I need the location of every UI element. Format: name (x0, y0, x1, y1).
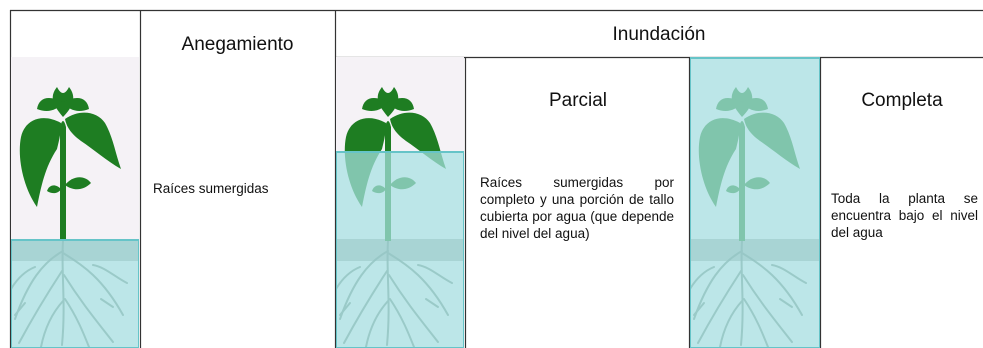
water-layer (11, 239, 139, 348)
water-layer (690, 57, 820, 348)
parcial-description: Raíces sumergidas por completo y una por… (480, 175, 674, 241)
completa-title: Completa (861, 90, 943, 111)
waterlogging-illustration (11, 57, 139, 348)
parcial-title: Parcial (548, 90, 608, 111)
completa-description: Toda la planta se encuentra bajo el nive… (831, 191, 978, 240)
anegamiento-title: Anegamiento (181, 34, 294, 55)
complete-flood-illustration (690, 57, 820, 348)
complete-flood-plant-figure (690, 57, 820, 348)
inundacion-title: Inundación (612, 24, 706, 45)
partial-flood-plant-figure (336, 57, 464, 348)
water-layer (336, 151, 464, 348)
partial-flood-illustration (336, 57, 464, 348)
anegamiento-description: Raíces sumergidas (153, 181, 269, 196)
waterlogging-plant-figure (11, 57, 139, 348)
plant-shoot (19, 87, 121, 241)
